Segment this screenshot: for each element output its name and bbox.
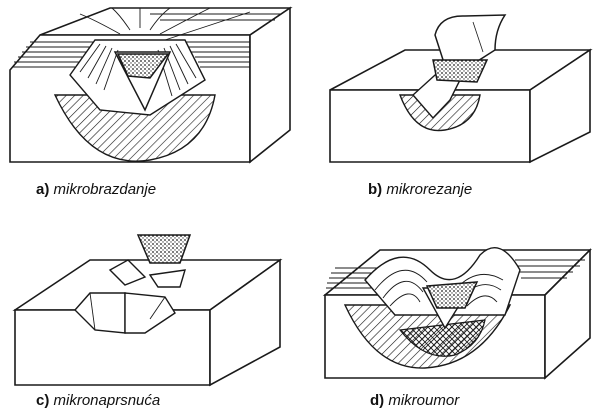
caption-c-letter: c) — [36, 392, 49, 409]
caption-c: c) mikronaprsnuća — [36, 392, 160, 409]
caption-a-letter: a) — [36, 181, 49, 198]
caption-d: d) mikroumor — [370, 392, 459, 409]
caption-b: b) mikrorezanje — [368, 181, 472, 198]
microploughing-illustration — [0, 0, 300, 180]
caption-b-label: mikrorezanje — [386, 181, 472, 198]
panel-microcutting — [305, 0, 595, 180]
caption-a: a) mikrobrazdanje — [36, 181, 156, 198]
caption-c-label: mikronaprsnuća — [54, 392, 161, 409]
microfatigue-illustration — [305, 210, 595, 392]
caption-d-letter: d) — [370, 392, 384, 409]
microcutting-illustration — [305, 0, 595, 180]
panel-microcracking — [0, 215, 300, 395]
caption-d-label: mikroumor — [388, 392, 459, 409]
caption-a-label: mikrobrazdanje — [54, 181, 157, 198]
caption-b-letter: b) — [368, 181, 382, 198]
panel-microploughing — [0, 0, 300, 180]
microcracking-illustration — [0, 215, 300, 395]
panel-microfatigue — [305, 210, 595, 392]
